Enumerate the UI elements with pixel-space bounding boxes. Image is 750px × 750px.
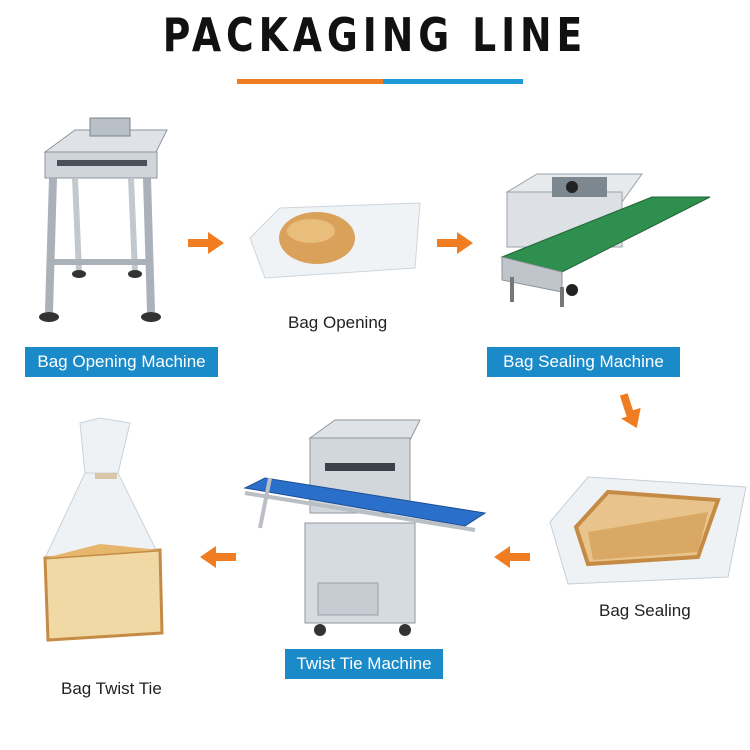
label-bag-opening-machine: Bag Opening Machine [25, 347, 218, 377]
bag-twist-tie-image [43, 417, 164, 642]
label-twist-tie-machine: Twist Tie Machine [285, 649, 443, 679]
arrow-down-right-icon [619, 393, 641, 429]
arrow-left-icon [200, 546, 236, 568]
arrow-right-icon [188, 232, 224, 254]
title-underline-blue [383, 79, 523, 84]
label-bag-sealing-machine: Bag Sealing Machine [487, 347, 680, 377]
twist-tie-machine-image [243, 419, 487, 636]
caption-bag-twist-tie: Bag Twist Tie [61, 679, 162, 698]
bag-opening-machine-image [39, 117, 168, 322]
title-underline-orange [237, 79, 383, 84]
bag-sealing-image [549, 476, 747, 585]
arrow-left-icon [494, 546, 530, 568]
arrow-right-icon [437, 232, 473, 254]
page-title: PACKAGING LINE [162, 8, 588, 62]
caption-bag-opening: Bag Opening [288, 313, 388, 332]
bag-opening-image [249, 202, 421, 279]
bag-sealing-machine-image [500, 173, 711, 307]
caption-bag-sealing: Bag Sealing [599, 601, 691, 620]
